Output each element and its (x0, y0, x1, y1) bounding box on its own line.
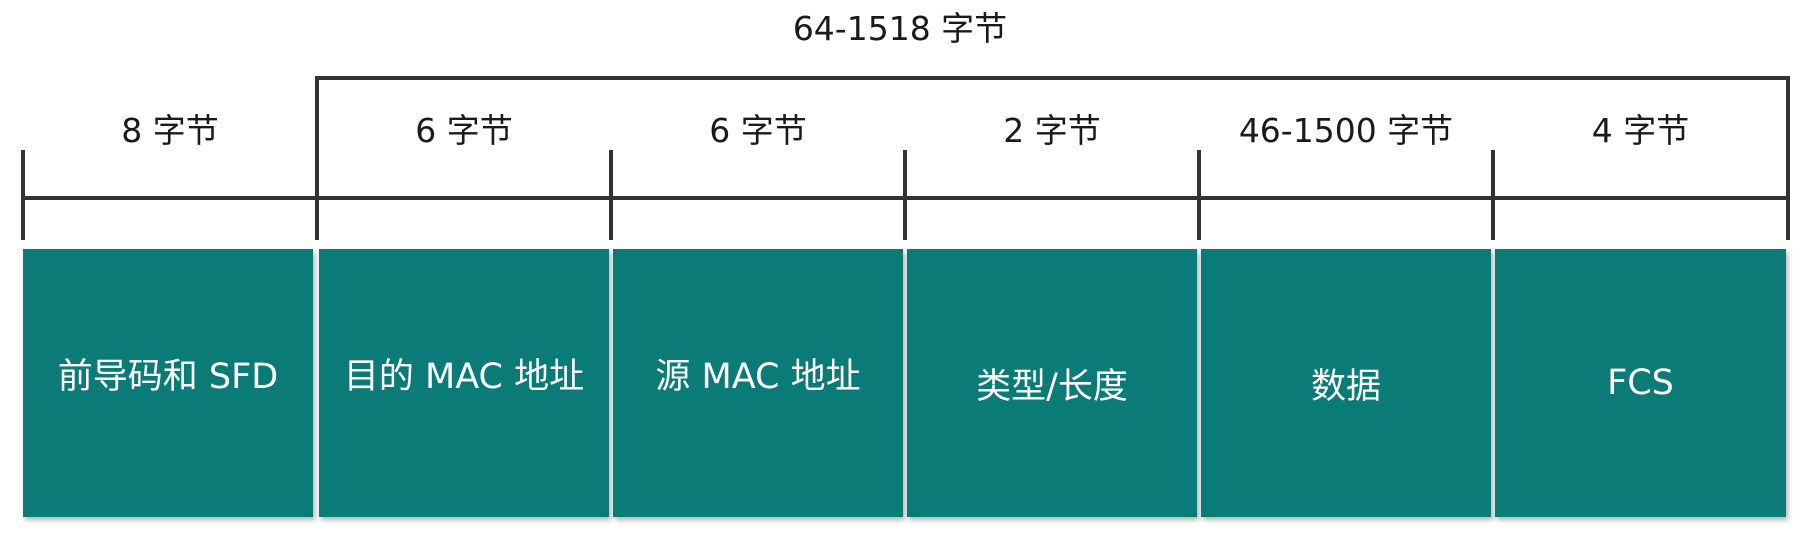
field-name-dest-mac: 目的 MAC 地址 (343, 356, 585, 397)
size-label-data: 46-1500 字节 (1238, 111, 1454, 150)
size-label-dest-mac: 6 字节 (415, 111, 513, 150)
size-label-fcs: 4 字节 (1591, 111, 1690, 150)
field-box-source-mac: 源 MAC 地址 (613, 249, 903, 517)
total-length-bracket (315, 76, 1790, 240)
field-name-preamble-sfd: 前导码和 SFD (57, 356, 279, 397)
field-name-type-length: 类型/长度 (976, 366, 1128, 407)
field-box-data: 数据 (1201, 249, 1491, 517)
field-name-source-mac: 源 MAC 地址 (655, 356, 861, 397)
size-label-preamble-sfd: 8 字节 (121, 111, 219, 150)
size-label-source-mac: 6 字节 (709, 111, 807, 150)
size-label-type-length: 2 字节 (1003, 111, 1101, 150)
field-name-fcs: FCS (1607, 363, 1674, 403)
field-box-dest-mac: 目的 MAC 地址 (319, 249, 609, 517)
field-name-data: 数据 (1310, 366, 1381, 407)
field-box-type-length: 类型/长度 (907, 249, 1197, 517)
total-frame-length-label: 64-1518 字节 (792, 9, 1008, 48)
field-box-preamble-sfd: 前导码和 SFD (23, 249, 313, 517)
field-box-fcs: FCS (1495, 249, 1786, 517)
